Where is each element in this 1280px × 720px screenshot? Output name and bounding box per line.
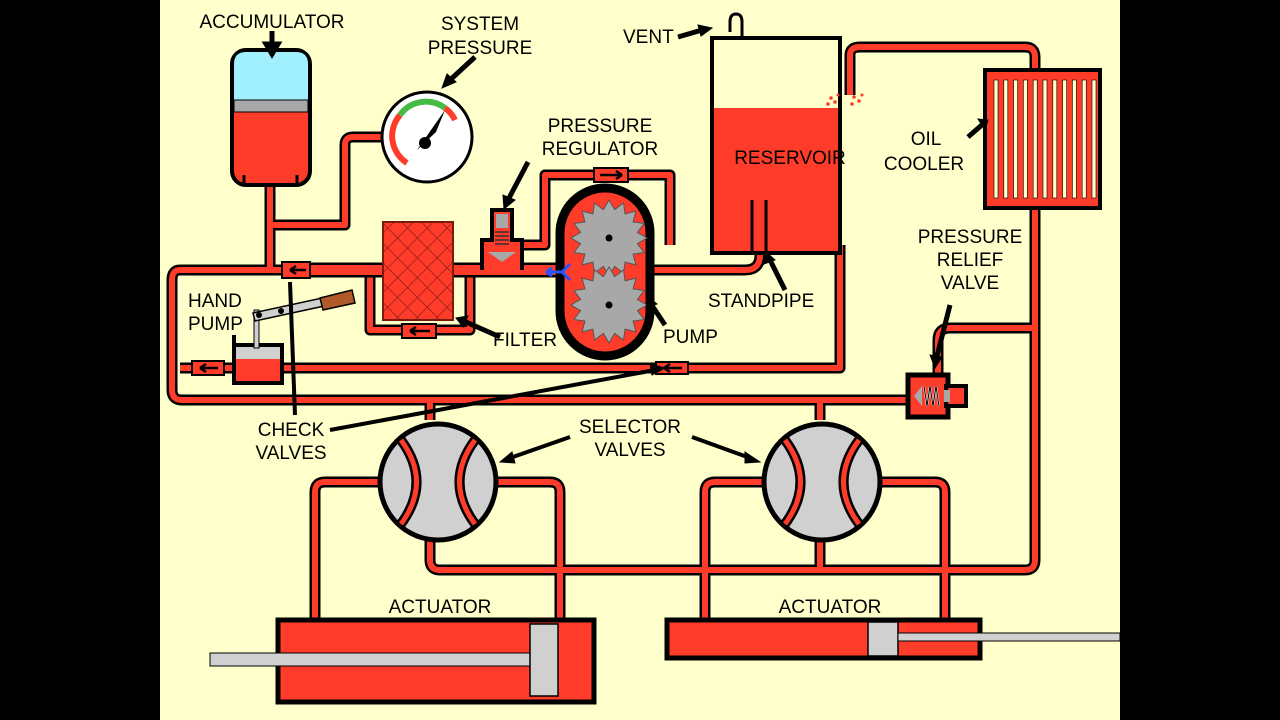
engine-pump	[545, 183, 655, 361]
label-vent: VENT	[623, 27, 674, 48]
label-accumulator: ACCUMULATOR	[200, 12, 345, 33]
cooler-fin	[993, 79, 999, 199]
cooler-fin	[1023, 79, 1028, 199]
check-valves	[191, 167, 689, 376]
return-splash	[826, 93, 864, 106]
label-selector-valves-1: SELECTOR	[579, 417, 681, 438]
cooler-fin	[1013, 79, 1018, 199]
label-oil-cooler-2: COOLER	[884, 154, 964, 175]
label-reservoir: RESERVOIR	[734, 148, 846, 169]
oil-cooler	[983, 68, 1102, 210]
check-valve-hand-pump	[191, 360, 225, 376]
label-filter: FILTER	[493, 330, 557, 351]
cooler-fin	[1032, 79, 1038, 199]
standpipe	[750, 200, 768, 252]
hand-pump-handle	[319, 289, 356, 311]
vent-pipe	[728, 12, 744, 36]
label-actuator-left: ACTUATOR	[389, 597, 492, 618]
label-system-pressure-2: PRESSURE	[428, 38, 533, 59]
label-pump: PUMP	[663, 327, 718, 348]
cooler-fin	[1091, 79, 1097, 199]
cooler-fin	[1062, 79, 1067, 199]
label-pressure-relief-1: PRESSURE	[918, 227, 1023, 248]
label-hand-pump-1: HAND	[188, 291, 242, 312]
accumulator	[230, 48, 312, 187]
label-check-valves-1: CHECK	[258, 420, 325, 441]
system-pressure-gauge	[380, 90, 474, 184]
pointer-arrows	[261, 24, 989, 464]
suction-arrow	[545, 262, 572, 282]
label-oil-cooler-1: OIL	[911, 129, 942, 150]
label-pressure-relief-3: VALVE	[941, 273, 999, 294]
cooler-fin	[1003, 79, 1009, 199]
label-standpipe: STANDPIPE	[708, 291, 814, 312]
cooler-fin	[1042, 79, 1048, 199]
cooler-fin	[1072, 79, 1077, 199]
hand-pump	[232, 289, 356, 385]
pressure-regulator	[480, 208, 524, 270]
check-valve-accumulator	[281, 261, 311, 279]
selector-valve-right	[761, 421, 883, 543]
check-valve-filter-bypass	[401, 323, 437, 339]
selector-valve-left	[377, 421, 499, 543]
label-pressure-relief-2: RELIEF	[937, 250, 1004, 271]
label-pressure-regulator-2: REGULATOR	[542, 139, 659, 160]
label-pressure-regulator-1: PRESSURE	[548, 116, 653, 137]
label-hand-pump-2: PUMP	[188, 314, 243, 335]
label-system-pressure-1: SYSTEM	[441, 14, 519, 35]
filter	[382, 221, 454, 321]
pressure-relief-valve	[905, 372, 968, 420]
labels: ACCUMULATOR SYSTEM PRESSURE VENT PRESSUR…	[188, 12, 1022, 618]
pipes	[166, 41, 1041, 622]
label-selector-valves-2: VALVES	[594, 440, 665, 461]
cooler-fin	[1052, 79, 1058, 199]
check-valve-return	[655, 361, 689, 375]
label-check-valves-2: VALVES	[255, 443, 326, 464]
cooler-fin	[1081, 79, 1087, 199]
label-actuator-right: ACTUATOR	[779, 597, 882, 618]
check-valve-regulator	[593, 167, 629, 183]
actuator-left	[209, 617, 597, 705]
hydraulic-diagram: ACCUMULATOR SYSTEM PRESSURE VENT PRESSUR…	[166, 12, 1120, 705]
diagram-canvas: ACCUMULATOR SYSTEM PRESSURE VENT PRESSUR…	[160, 0, 1120, 720]
actuator-right	[664, 617, 1120, 661]
reservoir	[710, 12, 864, 255]
